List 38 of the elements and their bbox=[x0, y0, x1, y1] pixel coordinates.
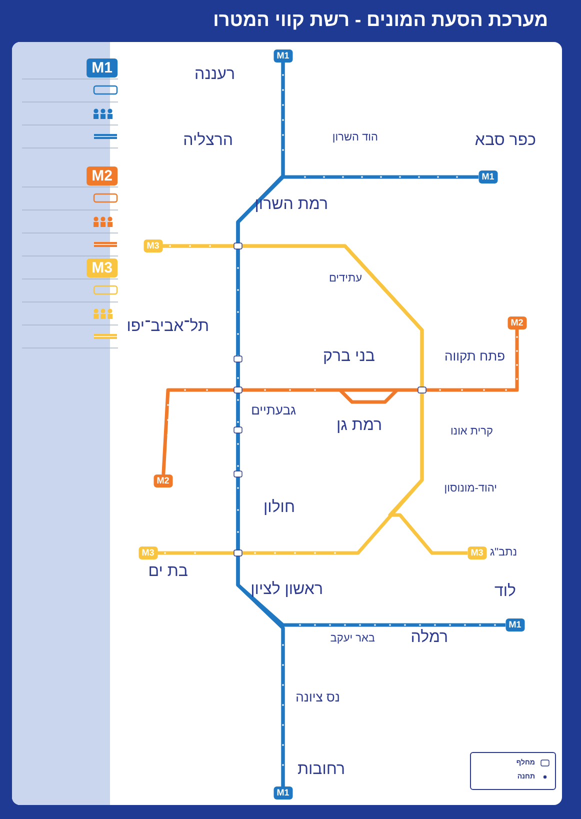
city-name: באר יעקב bbox=[330, 634, 375, 644]
line-badge: M1 bbox=[86, 58, 118, 78]
line-badge: M2 bbox=[154, 474, 172, 488]
line-badge: M3 bbox=[86, 258, 118, 278]
city-name: קרית אונו bbox=[450, 426, 493, 438]
line-badge: M2 bbox=[86, 166, 118, 186]
line-badge: M3 bbox=[144, 240, 162, 252]
metro-line bbox=[236, 62, 506, 627]
line-badge: M1 bbox=[506, 618, 524, 632]
city-name: רמת גן bbox=[336, 418, 382, 434]
city-name: גבעתיים bbox=[251, 404, 296, 416]
city-name: ראשון לציון bbox=[250, 582, 323, 598]
line-badge: M3 bbox=[138, 546, 158, 560]
city-name: בני ברק bbox=[323, 349, 375, 365]
city-name: הרצליה bbox=[183, 133, 233, 149]
city-name: רחובות bbox=[297, 762, 345, 778]
city-name: תל־אביב־יפו bbox=[126, 319, 209, 335]
metro-line bbox=[162, 330, 519, 475]
line-badge: M2 bbox=[508, 316, 526, 330]
city-name: נתב"ג bbox=[490, 548, 517, 558]
city-name: רעננה bbox=[194, 67, 235, 83]
line-badge: M3 bbox=[468, 546, 486, 560]
city-name: רמת השרון bbox=[254, 197, 328, 213]
city-name: פתח תקווה bbox=[444, 350, 505, 362]
city-name: יהוד-מונוסון bbox=[444, 484, 497, 494]
line-badge: M1 bbox=[478, 170, 498, 184]
city-name: כפר סבא bbox=[474, 133, 536, 149]
city-name: הוד השרון bbox=[332, 132, 378, 144]
line-badge: M1 bbox=[274, 50, 292, 62]
city-name: עתידים bbox=[328, 274, 362, 284]
city-name: רמלה bbox=[410, 630, 448, 646]
metro-line bbox=[162, 244, 468, 555]
city-name: לוד bbox=[494, 584, 516, 600]
city-name: חולון bbox=[264, 500, 295, 516]
city-name: נס ציונה bbox=[296, 690, 340, 704]
title: מערכת הסעת המונים - רשת קווי המטרו bbox=[213, 10, 548, 33]
line-badge: M1 bbox=[274, 786, 292, 800]
city-name: בת ים bbox=[148, 564, 188, 580]
